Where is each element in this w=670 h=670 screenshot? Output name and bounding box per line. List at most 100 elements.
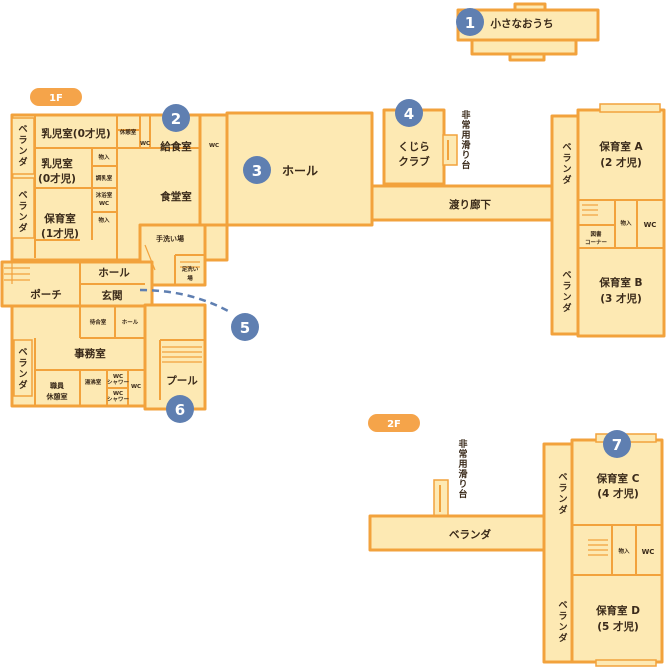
stairs [4,244,202,363]
wc-label: WC [209,143,219,149]
veranda-2fe-2-char: ン [558,622,567,633]
nursery-d-label-1: 保育室 D [595,604,640,617]
veranda-2f-label: ベランダ [449,528,491,541]
hall-large-label: ホール [282,164,318,178]
slide-char: り [458,479,467,490]
floor-1f-label: 1F [49,93,63,104]
entrance-route-line [139,288,231,314]
hall-small-label-2: ホール [122,319,139,326]
marker-1-number: 1 [465,14,475,32]
infant-room-0b-label-1: 乳児室 [41,157,73,170]
wc-label: WC [642,548,655,556]
veranda-1fe-2-char: ン [562,292,571,303]
veranda-1fe-1-char: ン [562,164,571,175]
footwash-label-1: 足洗い [182,265,199,273]
rest-room-small-label: 休憩室 [119,128,137,136]
slide-char: 常 [458,448,467,460]
marker-3[interactable]: 3 [243,156,271,184]
second-floor: 非 常 用 滑 り 台 ベランダ ベ ラ ン ダ ベ ラ ン ダ 保育室 C (… [368,433,664,667]
marker-6-number: 6 [175,401,185,419]
shower-label: シャワー [107,396,130,403]
porch-label: ポーチ [30,288,62,301]
slide-char: 台 [461,159,470,171]
staff-rest-label-1: 職員 [50,381,65,390]
veranda-1f-2-char: ベ [18,190,27,201]
veranda-2fe-2-char: ラ [558,611,567,622]
storage-label: 物入 [98,216,110,224]
slide-char: 用 [457,459,467,470]
veranda-1fe-2-char: ラ [562,281,571,292]
entrance-label: 玄関 [102,289,123,302]
wc-label: WC [113,391,123,397]
bath-wc-label-1: 沐浴室 [96,191,113,199]
veranda-2fe-1-char: ベ [558,472,567,483]
veranda-1fe-2-char: ベ [562,270,571,281]
wc-label: WC [644,221,657,229]
marker-6[interactable]: 6 [166,395,194,423]
veranda-2fe-2-char: ベ [558,600,567,611]
veranda-1f-1-char: ン [18,146,27,157]
slide-char: 非 [458,438,467,450]
slide-char: 用 [460,130,470,141]
marker-5-number: 5 [240,319,250,337]
nursery-1-label-2: (1才児) [41,227,79,240]
pool-label: プール [166,374,198,387]
nursery-a-label-2: (2 才児) [600,156,642,169]
veranda-1f-3-char: ベ [18,347,27,358]
veranda-1fe-1-char: ラ [562,153,571,164]
slide-char: 滑 [461,139,470,151]
veranda-1f-2-char: ラ [18,201,27,212]
slide-char: 常 [461,119,470,131]
library-label-2: コーナー [585,239,608,246]
office-label: 事務室 [74,347,106,360]
nursery-c-label-1: 保育室 C [596,472,640,485]
veranda-2fe-1-char: ダ [558,504,567,516]
nursery-1-label-1: 保育室 [43,212,76,225]
marker-4-number: 4 [404,105,414,123]
whale-club-label-2: クラブ [398,155,430,168]
bath-wc-label-2: WC [99,201,109,207]
veranda-2fe-2-char: ダ [558,632,567,644]
marker-3-number: 3 [252,162,262,180]
slide-char: 非 [461,109,470,121]
veranda-1f-3-char: ダ [18,379,27,391]
small-house-label: 小さなおうち [490,17,554,30]
infant-room-0b-label-2: (0才児) [38,172,76,185]
floor-2f-label: 2F [387,419,401,430]
library-label-1: 図書 [590,230,602,238]
marker-7[interactable]: 7 [603,430,631,458]
storage-label: 物入 [620,219,632,227]
veranda-1fe-2-char: ダ [562,302,571,314]
nursery-c-label-2: (4 才児) [597,487,639,500]
emergency-slide-label-2f: 非 常 用 滑 り 台 [457,438,467,500]
first-floor-main: ベ ラ ン ダ ベ ラ ン ダ ベ ラ ン ダ 乳児室(0才児) 休憩室 WC … [0,111,374,411]
whale-club-label-1: くじら [398,141,430,153]
wc-label: WC [140,141,150,147]
veranda-2fe-1-char: ン [558,494,567,505]
slide-char: 台 [458,488,467,500]
veranda-1f-1-char: ラ [18,135,27,146]
first-floor-east-wing: 渡り廊下 ベ ラ ン ダ ベ ラ ン ダ 保育室 A (2 才児) 物入 WC … [370,103,666,338]
nursery-b-label-2: (3 才児) [600,292,642,305]
kitchen-label: 給食室 [160,140,192,153]
storage-label: 物入 [98,153,110,161]
corridor-label: 渡り廊下 [449,198,491,211]
floor-2f-badge: 2F [368,414,420,432]
marker-5[interactable]: 5 [231,313,259,341]
marker-7-number: 7 [612,436,622,454]
wc-label: WC [131,384,141,390]
veranda-1f-2-char: ン [18,212,27,223]
veranda-1f-1-char: ダ [18,156,27,168]
footwash-label-2: 場 [187,274,193,282]
infant-room-0-label: 乳児室(0才児) [41,127,110,140]
marker-4[interactable]: 4 [395,99,423,127]
hall-small-label: ホール [98,267,130,279]
wash-room-label: 湯沸室 [85,378,102,386]
handwash-label: 手洗い場 [156,234,184,243]
emergency-slide-label-1f: 非 常 用 滑 り 台 [460,109,470,171]
formula-room-label: 調乳室 [96,174,113,182]
floor-1f-badge: 1F [30,88,82,106]
marker-1[interactable]: 1 [456,8,484,36]
marker-2[interactable]: 2 [162,104,190,132]
